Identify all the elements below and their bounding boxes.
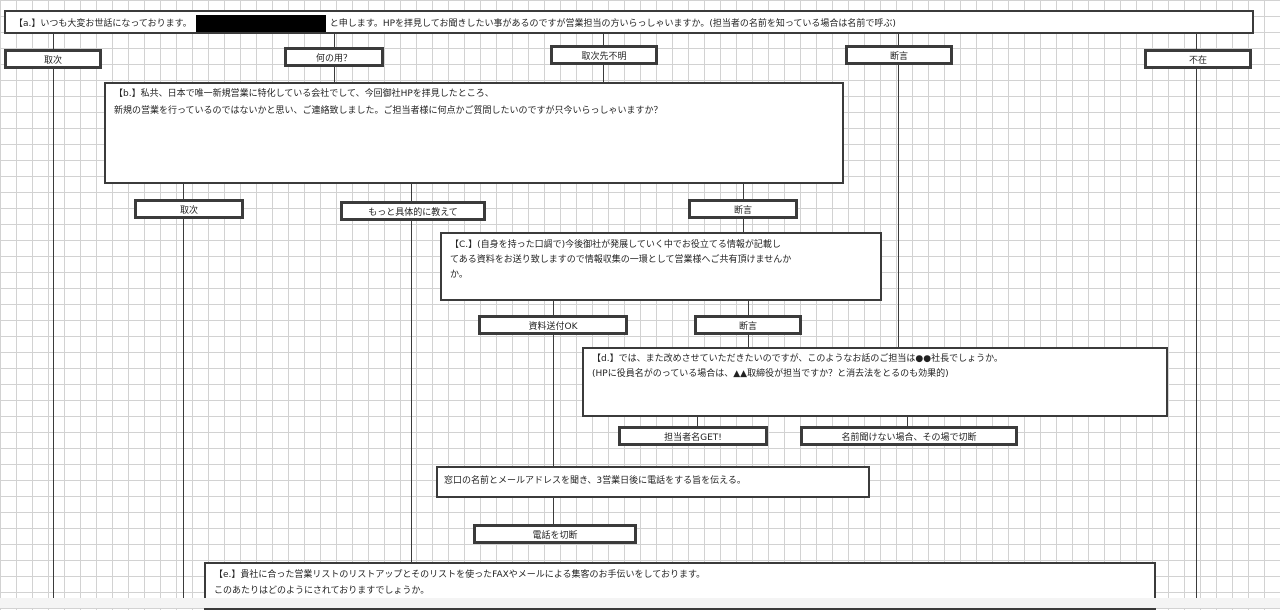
- connector-line: [898, 64, 899, 347]
- box-window-text: 窓口の名前とメールアドレスを聞き、3営業日後に電話をする旨を伝える。: [444, 476, 746, 486]
- connector-line: [743, 218, 744, 232]
- box-b-introduction: 【b.】私共、日本で唯一新規営業に特化している会社でして、今回御社HPを拝見した…: [104, 82, 844, 184]
- label-transfer-unknown: 取次先不明: [550, 45, 658, 65]
- connector-line: [411, 184, 412, 202]
- box-b-line-1: 【b.】私共、日本で唯一新規営業に特化している会社でして、今回御社HPを拝見した…: [114, 89, 494, 99]
- box-a-text-before: 【a.】いつも大変お世話になっております。: [14, 19, 192, 29]
- label-got-contact-name: 担当者名GET!: [618, 426, 768, 446]
- connector-line: [748, 301, 749, 316]
- box-c-line-3: か。: [450, 270, 468, 280]
- box-d-contact-person: 【d.】では、また改めさせていただきたいのですが、このようなお話のご担当は●●社…: [582, 347, 1168, 417]
- label-transfer-2: 取次: [134, 199, 244, 219]
- connector-line: [183, 218, 184, 608]
- label-transfer: 取次: [4, 49, 102, 69]
- label-refusal-2: 断言: [688, 199, 798, 219]
- connector-line: [183, 184, 184, 200]
- box-e-line-1: 【e.】貴社に合った営業リストのリストアップとそのリストを使ったFAXやメールに…: [214, 570, 706, 580]
- box-window-email: 窓口の名前とメールアドレスを聞き、3営業日後に電話をする旨を伝える。: [436, 466, 870, 498]
- label-end-call: 電話を切断: [473, 524, 637, 544]
- connector-line: [1196, 34, 1197, 50]
- connector-line: [907, 417, 908, 427]
- connector-line: [334, 34, 335, 48]
- box-b-line-2: 新規の営業を行っているのではないかと思い、ご連絡致しました。ご担当者様に何点かご…: [114, 106, 663, 116]
- connector-line: [743, 184, 744, 200]
- box-a-greeting: 【a.】いつも大変お世話になっております。 と申します。HPを拝見してお聞きしたい…: [4, 10, 1254, 34]
- box-c-materials: 【C.】(自身を持った口調で)今後御社が発展していく中でお役立てる情報が記載し …: [440, 232, 882, 301]
- box-d-line-2: (HPに役員名がのっている場合は、▲▲取締役が担当ですか？と消去法をとるのも効果…: [592, 369, 949, 379]
- box-c-line-2: てある資料をお送り致しますので情報収集の一環として営業様へご共有頂けませんか: [450, 255, 792, 265]
- box-d-line-1: 【d.】では、また改めさせていただきたいのですが、このようなお話のご担当は●●社…: [592, 354, 1003, 364]
- label-more-specific: もっと具体的に教えて: [340, 201, 486, 221]
- box-e-line-2: このあたりはどのようにされておりますでしょうか。: [214, 586, 430, 596]
- connector-line: [553, 334, 554, 466]
- connector-line: [411, 220, 412, 562]
- label-refusal-3: 断言: [694, 315, 802, 335]
- redacted-name: [195, 15, 326, 32]
- bottom-edge: [0, 598, 1280, 608]
- label-hang-up-if-no-name: 名前聞けない場合、その場で切断: [800, 426, 1018, 446]
- connector-line: [553, 498, 554, 524]
- label-materials-ok: 資料送付OK: [478, 315, 628, 335]
- label-absent: 不在: [1144, 49, 1252, 69]
- box-c-line-1: 【C.】(自身を持った口調で)今後御社が発展していく中でお役立てる情報が記載し: [450, 240, 781, 250]
- box-a-text-after: と申します。HPを拝見してお聞きしたい事があるのですが営業担当の方いらっしゃいま…: [329, 19, 896, 29]
- label-refusal: 断言: [845, 45, 953, 65]
- connector-line: [898, 34, 899, 46]
- connector-line: [553, 301, 554, 316]
- connector-line: [603, 64, 604, 82]
- connector-line: [53, 62, 54, 608]
- label-what-for: 何の用？: [284, 47, 384, 67]
- connector-line: [334, 66, 335, 82]
- connector-line: [748, 334, 749, 348]
- connector-line: [1196, 68, 1197, 608]
- connector-line: [53, 34, 54, 52]
- connector-line: [697, 417, 698, 427]
- connector-line: [603, 34, 604, 48]
